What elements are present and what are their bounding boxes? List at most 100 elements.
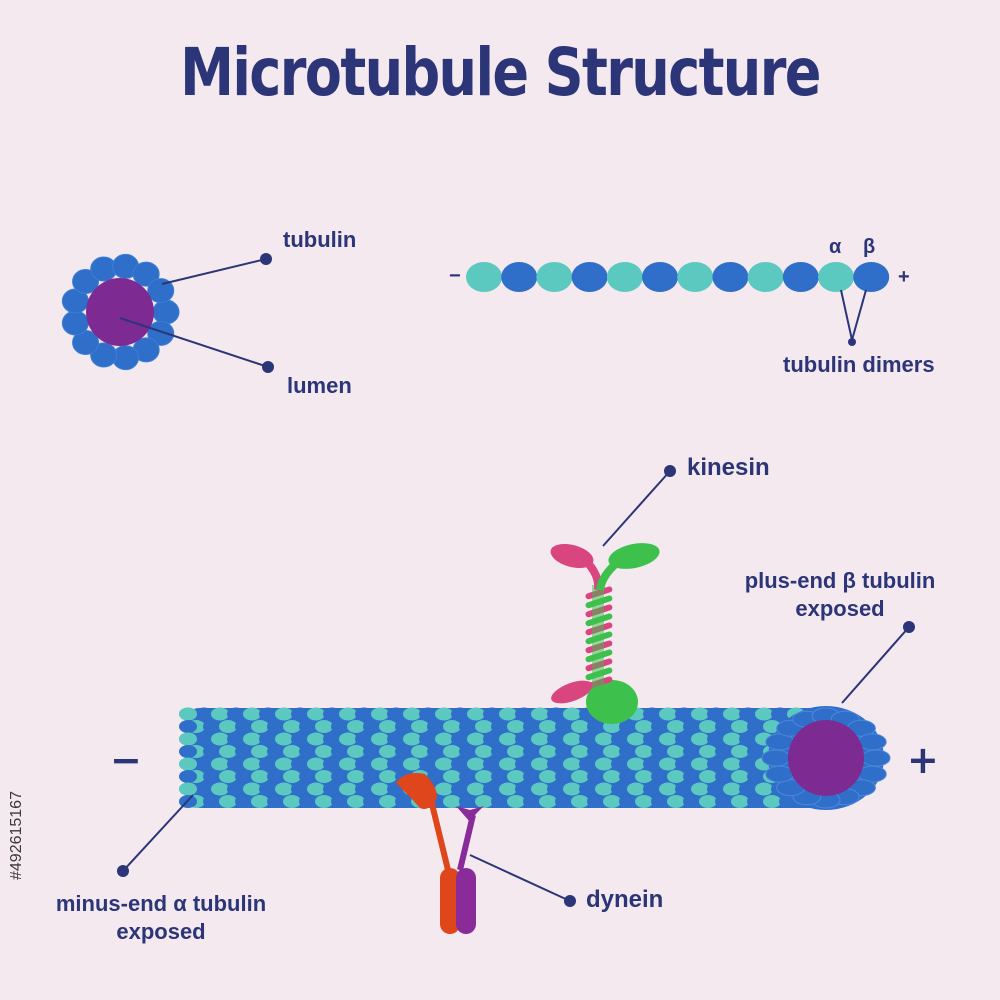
tube-subunit	[219, 770, 237, 783]
tube-subunit	[603, 770, 621, 783]
label-minus-end-line1: minus-end α tubulin	[55, 891, 267, 916]
tube-subunit	[267, 720, 285, 733]
tube-subunit	[715, 745, 733, 758]
tube-subunit	[419, 707, 437, 721]
plus-end-subunit	[861, 749, 891, 767]
tube-subunit	[707, 782, 725, 796]
tube-subunit	[259, 707, 277, 721]
tube-subunit	[739, 782, 757, 796]
tube-subunit	[267, 745, 285, 758]
tube-subunit	[563, 757, 581, 771]
tube-subunit	[491, 770, 509, 783]
tubulin-pointer-line	[161, 258, 267, 285]
minus-end-subunit	[179, 707, 197, 721]
tube-subunit	[451, 732, 469, 746]
tube-subunit	[243, 732, 261, 746]
tube-subunit	[307, 732, 325, 746]
tube-subunit	[203, 795, 221, 808]
tube-subunit	[347, 795, 365, 808]
tube-subunit	[371, 707, 389, 721]
tube-subunit	[195, 757, 213, 771]
tube-subunit	[571, 720, 589, 733]
tube-subunit	[323, 782, 341, 796]
tube-subunit	[507, 795, 525, 808]
tube-subunit	[539, 770, 557, 783]
plus-end-subunit	[761, 749, 791, 767]
tube-subunit	[611, 757, 629, 771]
tube-subunit	[731, 770, 749, 783]
tube-subunit	[291, 782, 309, 796]
tube-subunit	[643, 782, 661, 796]
tube-subunit	[299, 770, 317, 783]
tube-subunit	[547, 782, 565, 796]
tube-subunit	[411, 720, 429, 733]
lumen-pointer-dot	[262, 361, 274, 373]
tube-subunit	[371, 757, 389, 771]
tube-subunit	[603, 745, 621, 758]
tube-subunit	[235, 745, 253, 758]
tube-subunit	[603, 795, 621, 808]
tube-subunit	[627, 782, 645, 796]
tube-subunit	[395, 745, 413, 758]
tube-subunit	[427, 745, 445, 758]
beta-tubulin	[853, 262, 890, 292]
tubulin-subunit	[132, 261, 160, 287]
dynein-head-orange	[396, 773, 437, 809]
tube-subunit	[515, 757, 533, 771]
tube-subunit	[715, 795, 733, 808]
tube-subunit	[691, 782, 709, 796]
tube-subunit	[699, 745, 717, 758]
tube-subunit	[435, 707, 453, 721]
tube-subunit	[747, 745, 765, 758]
tube-subunit	[731, 795, 749, 808]
tube-subunit	[211, 782, 229, 796]
tube-subunit	[619, 720, 637, 733]
tube-subunit	[235, 770, 253, 783]
tube-subunit	[307, 782, 325, 796]
protofilament	[466, 262, 890, 292]
tube-subunit	[219, 745, 237, 758]
tube-subunit	[579, 782, 597, 796]
tube-subunit	[675, 707, 693, 721]
lumen	[86, 278, 154, 346]
tube-subunit	[227, 707, 245, 721]
tube-subunit	[563, 782, 581, 796]
tube-subunit	[731, 720, 749, 733]
tube-subunit	[227, 757, 245, 771]
tube-subunit	[219, 795, 237, 808]
tube-subunit	[499, 732, 517, 746]
tube-subunit	[675, 732, 693, 746]
tube-subunit	[363, 720, 381, 733]
tube-subunit	[651, 770, 669, 783]
tube-subunit	[363, 745, 381, 758]
tube-subunit	[475, 770, 493, 783]
tube-subunit	[531, 782, 549, 796]
tube-subunit	[635, 745, 653, 758]
tube-subunit	[531, 732, 549, 746]
minus-end-subunit	[179, 745, 197, 758]
dynein-head-purple	[456, 806, 484, 822]
tube-subunit	[499, 782, 517, 796]
tube-subunit	[595, 757, 613, 771]
label-tubulin: tubulin	[283, 227, 357, 252]
tube-subunit	[299, 720, 317, 733]
plus-end-pointer-dot	[903, 621, 915, 633]
tube-subunit	[251, 770, 269, 783]
minus-end-subunit	[179, 720, 197, 733]
minus-end-subunit	[179, 757, 197, 771]
tube-subunit	[443, 745, 461, 758]
tube-subunit	[651, 795, 669, 808]
label-dynein: dynein	[586, 886, 664, 913]
tube-subunit	[571, 745, 589, 758]
tube-subunit	[347, 770, 365, 783]
tube-subunit	[307, 757, 325, 771]
tube-subunit	[635, 720, 653, 733]
tube-subunit	[579, 732, 597, 746]
tube-subunit	[667, 745, 685, 758]
beta-tubulin	[782, 262, 819, 292]
kinesin-pointer-line	[602, 470, 671, 547]
plus-end-pointer-line	[841, 626, 910, 704]
tube-subunit	[571, 795, 589, 808]
tube-subunit	[635, 795, 653, 808]
